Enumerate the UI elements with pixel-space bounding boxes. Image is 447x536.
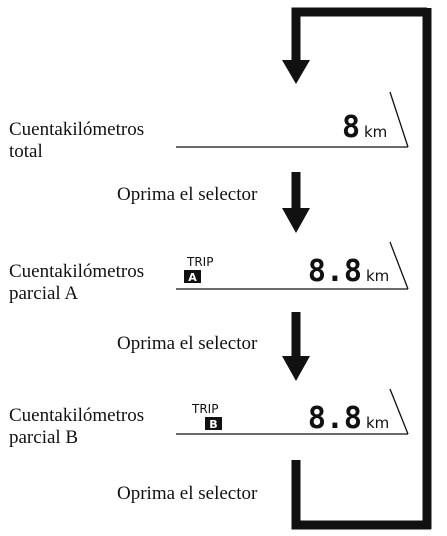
mode-label-line2: parcial B — [9, 427, 79, 448]
trip-badge-icon — [184, 270, 201, 283]
trip-icon-text: TRIP — [186, 255, 213, 269]
mode-label-trip-b: Cuentakilómetros parcial B — [9, 405, 144, 449]
mode-label-total: Cuentakilómetros total — [9, 119, 144, 163]
down-arrow-icon — [282, 60, 310, 84]
mode-label-trip-a: Cuentakilómetros parcial A — [9, 261, 144, 305]
down-arrow-icon — [282, 208, 310, 233]
step-instruction: Oprima el selector — [117, 483, 258, 504]
display-digits: 8 — [342, 110, 360, 145]
display-digits: 8.8 — [308, 401, 362, 436]
loop-top-line — [282, 7, 427, 84]
trip-icon-text: TRIP — [191, 402, 218, 416]
step-instruction: Oprima el selector — [117, 184, 258, 205]
display-unit: km — [366, 414, 389, 432]
mode-label-line1: Cuentakilómetros — [9, 261, 145, 282]
step-instruction: Oprima el selector — [117, 333, 258, 354]
trip-badge-letter: A — [188, 271, 197, 284]
mode-label-line2: total — [9, 141, 43, 162]
display-unit: km — [364, 123, 387, 141]
down-arrow-icon — [282, 356, 310, 381]
display-digits: 8.8 — [308, 254, 362, 289]
mode-label-line2: parcial A — [9, 283, 79, 304]
step-arrow-1 — [282, 172, 310, 233]
display-total: 8 km — [176, 91, 409, 148]
mode-label-line1: Cuentakilómetros — [9, 405, 145, 426]
mode-label-line1: Cuentakilómetros — [9, 119, 145, 140]
trip-badge-letter: B — [209, 418, 217, 431]
display-unit: km — [366, 267, 389, 285]
step-arrow-2 — [282, 312, 310, 381]
loop-bottom-line — [291, 460, 431, 530]
display-trip-b: TRIP B 8.8 km — [176, 388, 409, 436]
display-trip-a: TRIP A 8.8 km — [176, 241, 409, 290]
trip-badge-icon — [205, 417, 222, 430]
